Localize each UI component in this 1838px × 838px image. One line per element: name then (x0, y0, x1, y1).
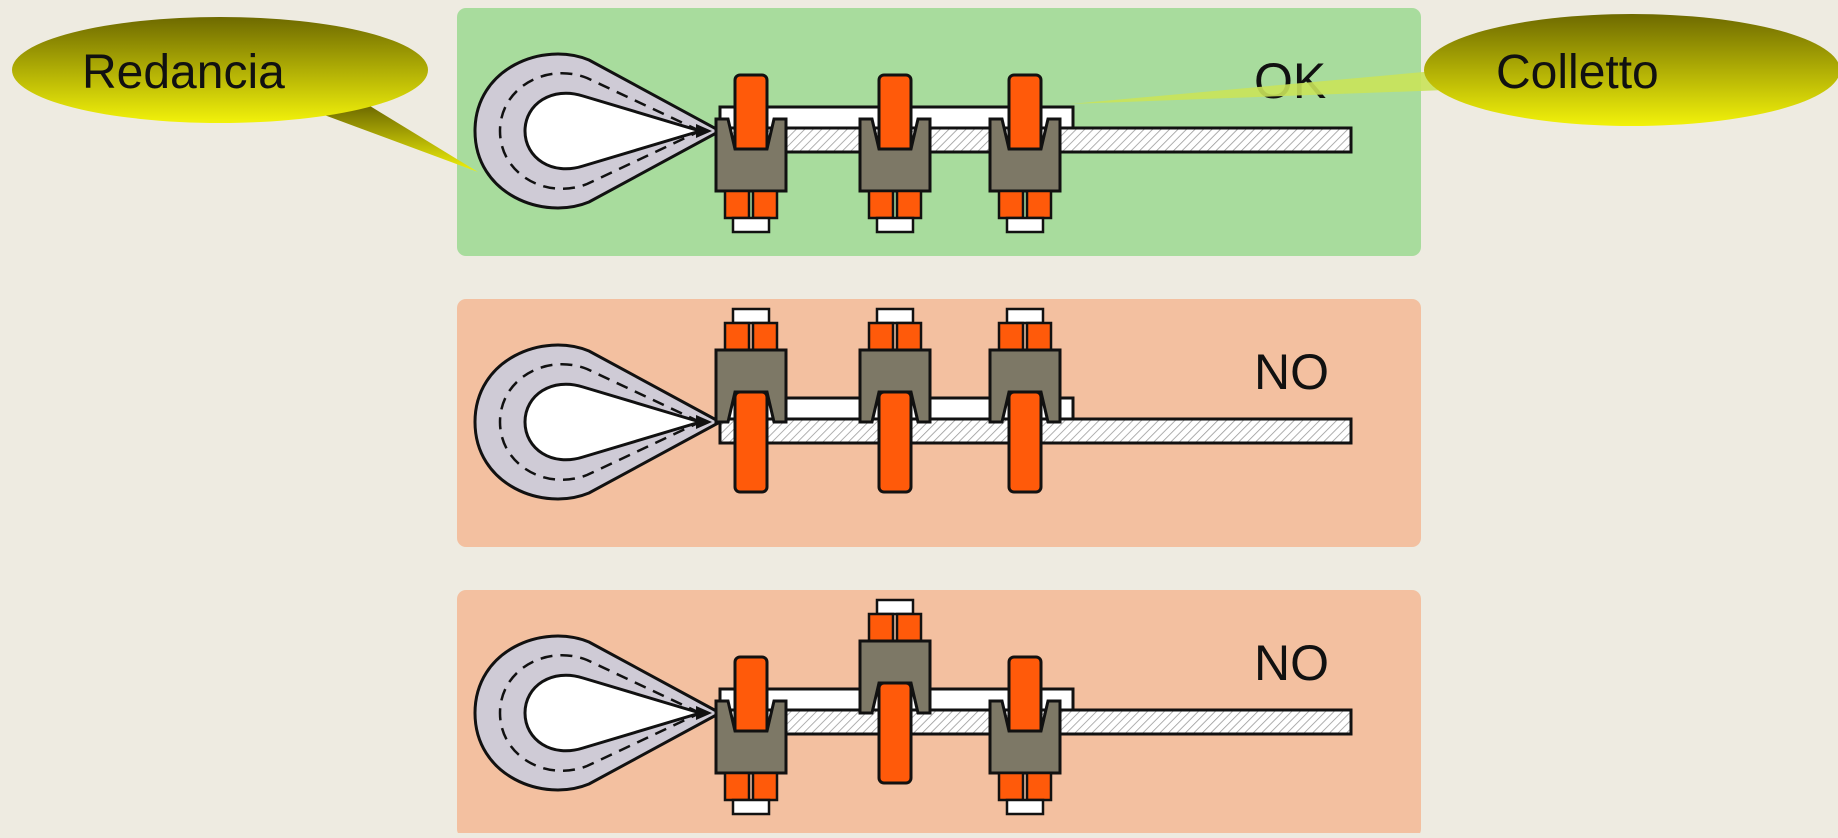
clamp-nut (751, 189, 779, 220)
clamp-bolt-tip (731, 307, 771, 325)
clamp-nut (751, 771, 779, 802)
clamp-nut (751, 321, 779, 352)
clamp-ubolt (1007, 390, 1043, 494)
clamp-ubolt (877, 390, 913, 494)
clamp-nut (867, 321, 895, 352)
clamp-nut (723, 321, 751, 352)
clamp-saddle (858, 639, 932, 715)
clamp-saddle (714, 348, 788, 424)
thimble-eye (523, 382, 706, 462)
callout-bubble-right (1424, 14, 1838, 126)
rope-arrow (696, 706, 712, 720)
clamp-saddle (988, 348, 1062, 424)
clamp-bolt-tip (1005, 798, 1045, 816)
wire-rope-clamp (714, 307, 788, 494)
rope-centerline (498, 654, 701, 772)
clamp-bolt-tip (875, 598, 915, 616)
wire-rope-clamp (988, 307, 1062, 494)
clamp-ubolt (733, 390, 769, 494)
clamp-nut (1025, 189, 1053, 220)
panel-verdict-label: NO (1254, 635, 1329, 691)
callout-bubble-left (12, 17, 428, 123)
rope-centerline (498, 363, 701, 481)
callout-label-colletto: Colletto (1496, 46, 1659, 99)
clamp-bolt-tip (875, 216, 915, 234)
clamp-saddle (858, 348, 932, 424)
clamp-nut (895, 321, 923, 352)
thimble-eye (523, 673, 706, 753)
clamp-nut (867, 612, 895, 643)
clamp-nut (1025, 771, 1053, 802)
callout-label-redancia: Redancia (82, 46, 285, 99)
clamp-ubolt (877, 681, 913, 785)
clamp-nut (867, 189, 895, 220)
wire-rope-clamp (858, 73, 932, 234)
thimble-eye (523, 91, 706, 171)
wire-rope-clamp (714, 73, 788, 234)
clamp-bolt-tip (731, 798, 771, 816)
wire-rope-clamp (988, 73, 1062, 234)
rope-arrow (696, 415, 712, 429)
panel-2-incorrect: NO (457, 299, 1421, 547)
wire-rope-clamp (714, 655, 788, 816)
clamp-nut (997, 321, 1025, 352)
panel-3-incorrect: NO (457, 590, 1421, 838)
rope-centerline (498, 72, 701, 190)
clamp-nut (1025, 321, 1053, 352)
callout-pointer-right (1070, 70, 1446, 104)
wire-rope-clamp (858, 307, 932, 494)
clamp-bolt-tip (875, 307, 915, 325)
clamp-nut (997, 771, 1025, 802)
clamp-nut (895, 612, 923, 643)
callout-pointer-left (300, 106, 478, 172)
panel-verdict-label: NO (1254, 344, 1329, 400)
clamp-bolt-tip (731, 216, 771, 234)
clamp-bolt-tip (1005, 307, 1045, 325)
clamp-bolt-tip (1005, 216, 1045, 234)
rope-arrow (696, 124, 712, 138)
wire-rope-clamp (988, 655, 1062, 816)
clamp-nut (997, 189, 1025, 220)
panel-verdict-label: OK (1254, 53, 1326, 109)
clamp-nut (723, 771, 751, 802)
clamp-nut (895, 189, 923, 220)
clamp-nut (723, 189, 751, 220)
panel-1-correct: OK (457, 8, 1421, 256)
wire-rope-clamp (858, 598, 932, 785)
